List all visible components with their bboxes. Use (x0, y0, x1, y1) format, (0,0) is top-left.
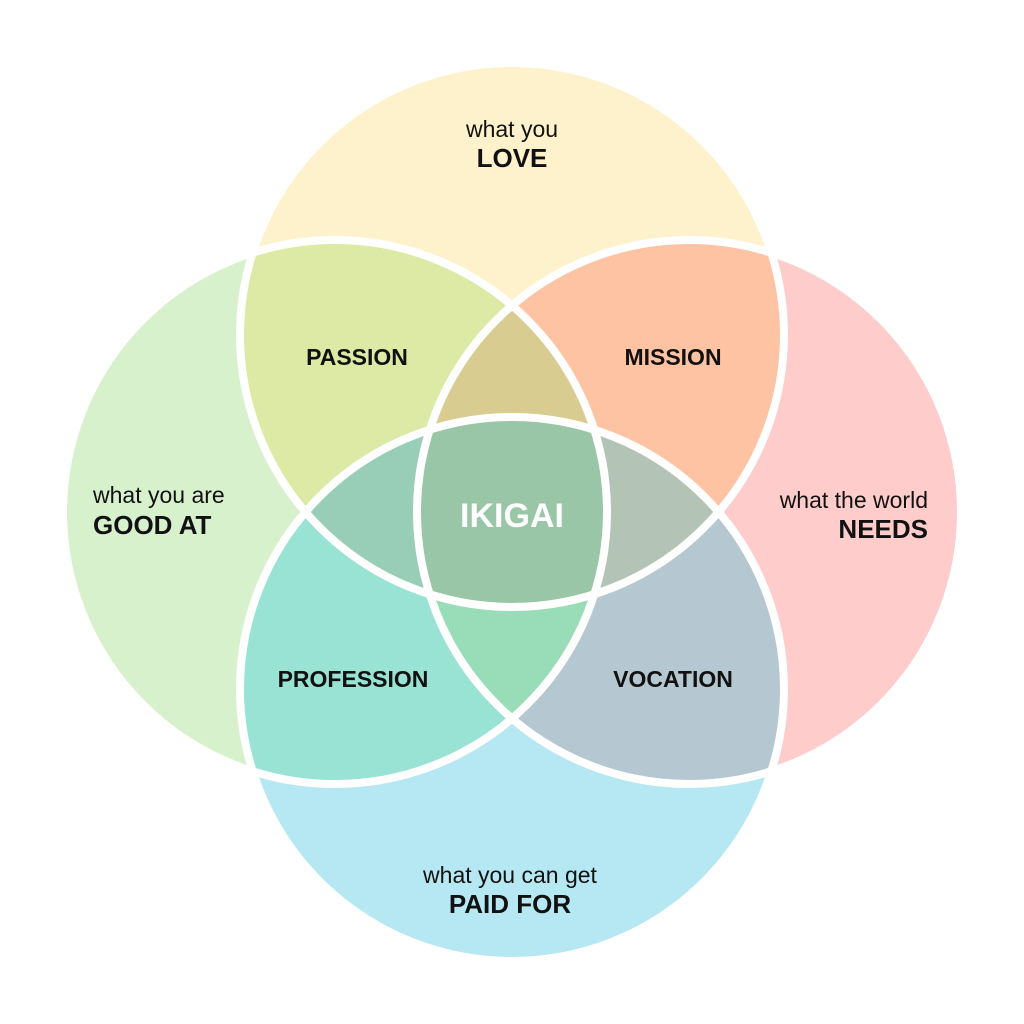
paid-for-label-line2: PAID FOR (449, 889, 572, 919)
region-good-needs-paid (417, 417, 607, 784)
love-label-line2: LOVE (477, 143, 548, 173)
region-love-needs-paid (417, 417, 784, 607)
paid-for-label-line1: what you can get (422, 862, 598, 888)
profession-label: PROFESSION (278, 666, 429, 692)
outline-good-at (59, 236, 611, 788)
region-love-good-needs (417, 240, 607, 607)
needs-label-line2: NEEDS (838, 514, 928, 544)
outline-needs (413, 236, 965, 788)
region-love-good-paid (240, 417, 607, 607)
mission-label: MISSION (624, 344, 721, 370)
good-at-label-line2: GOOD AT (93, 510, 212, 540)
needs-label-line1: what the world (779, 487, 928, 513)
vocation-label: VOCATION (613, 666, 733, 692)
good-at-label-line1: what you are (92, 482, 225, 508)
love-label-line1: what you (465, 116, 558, 142)
outline-love (236, 59, 788, 611)
passion-label: PASSION (306, 344, 408, 370)
ikigai-label: IKIGAI (460, 497, 564, 535)
outline-paid-for (236, 413, 788, 965)
